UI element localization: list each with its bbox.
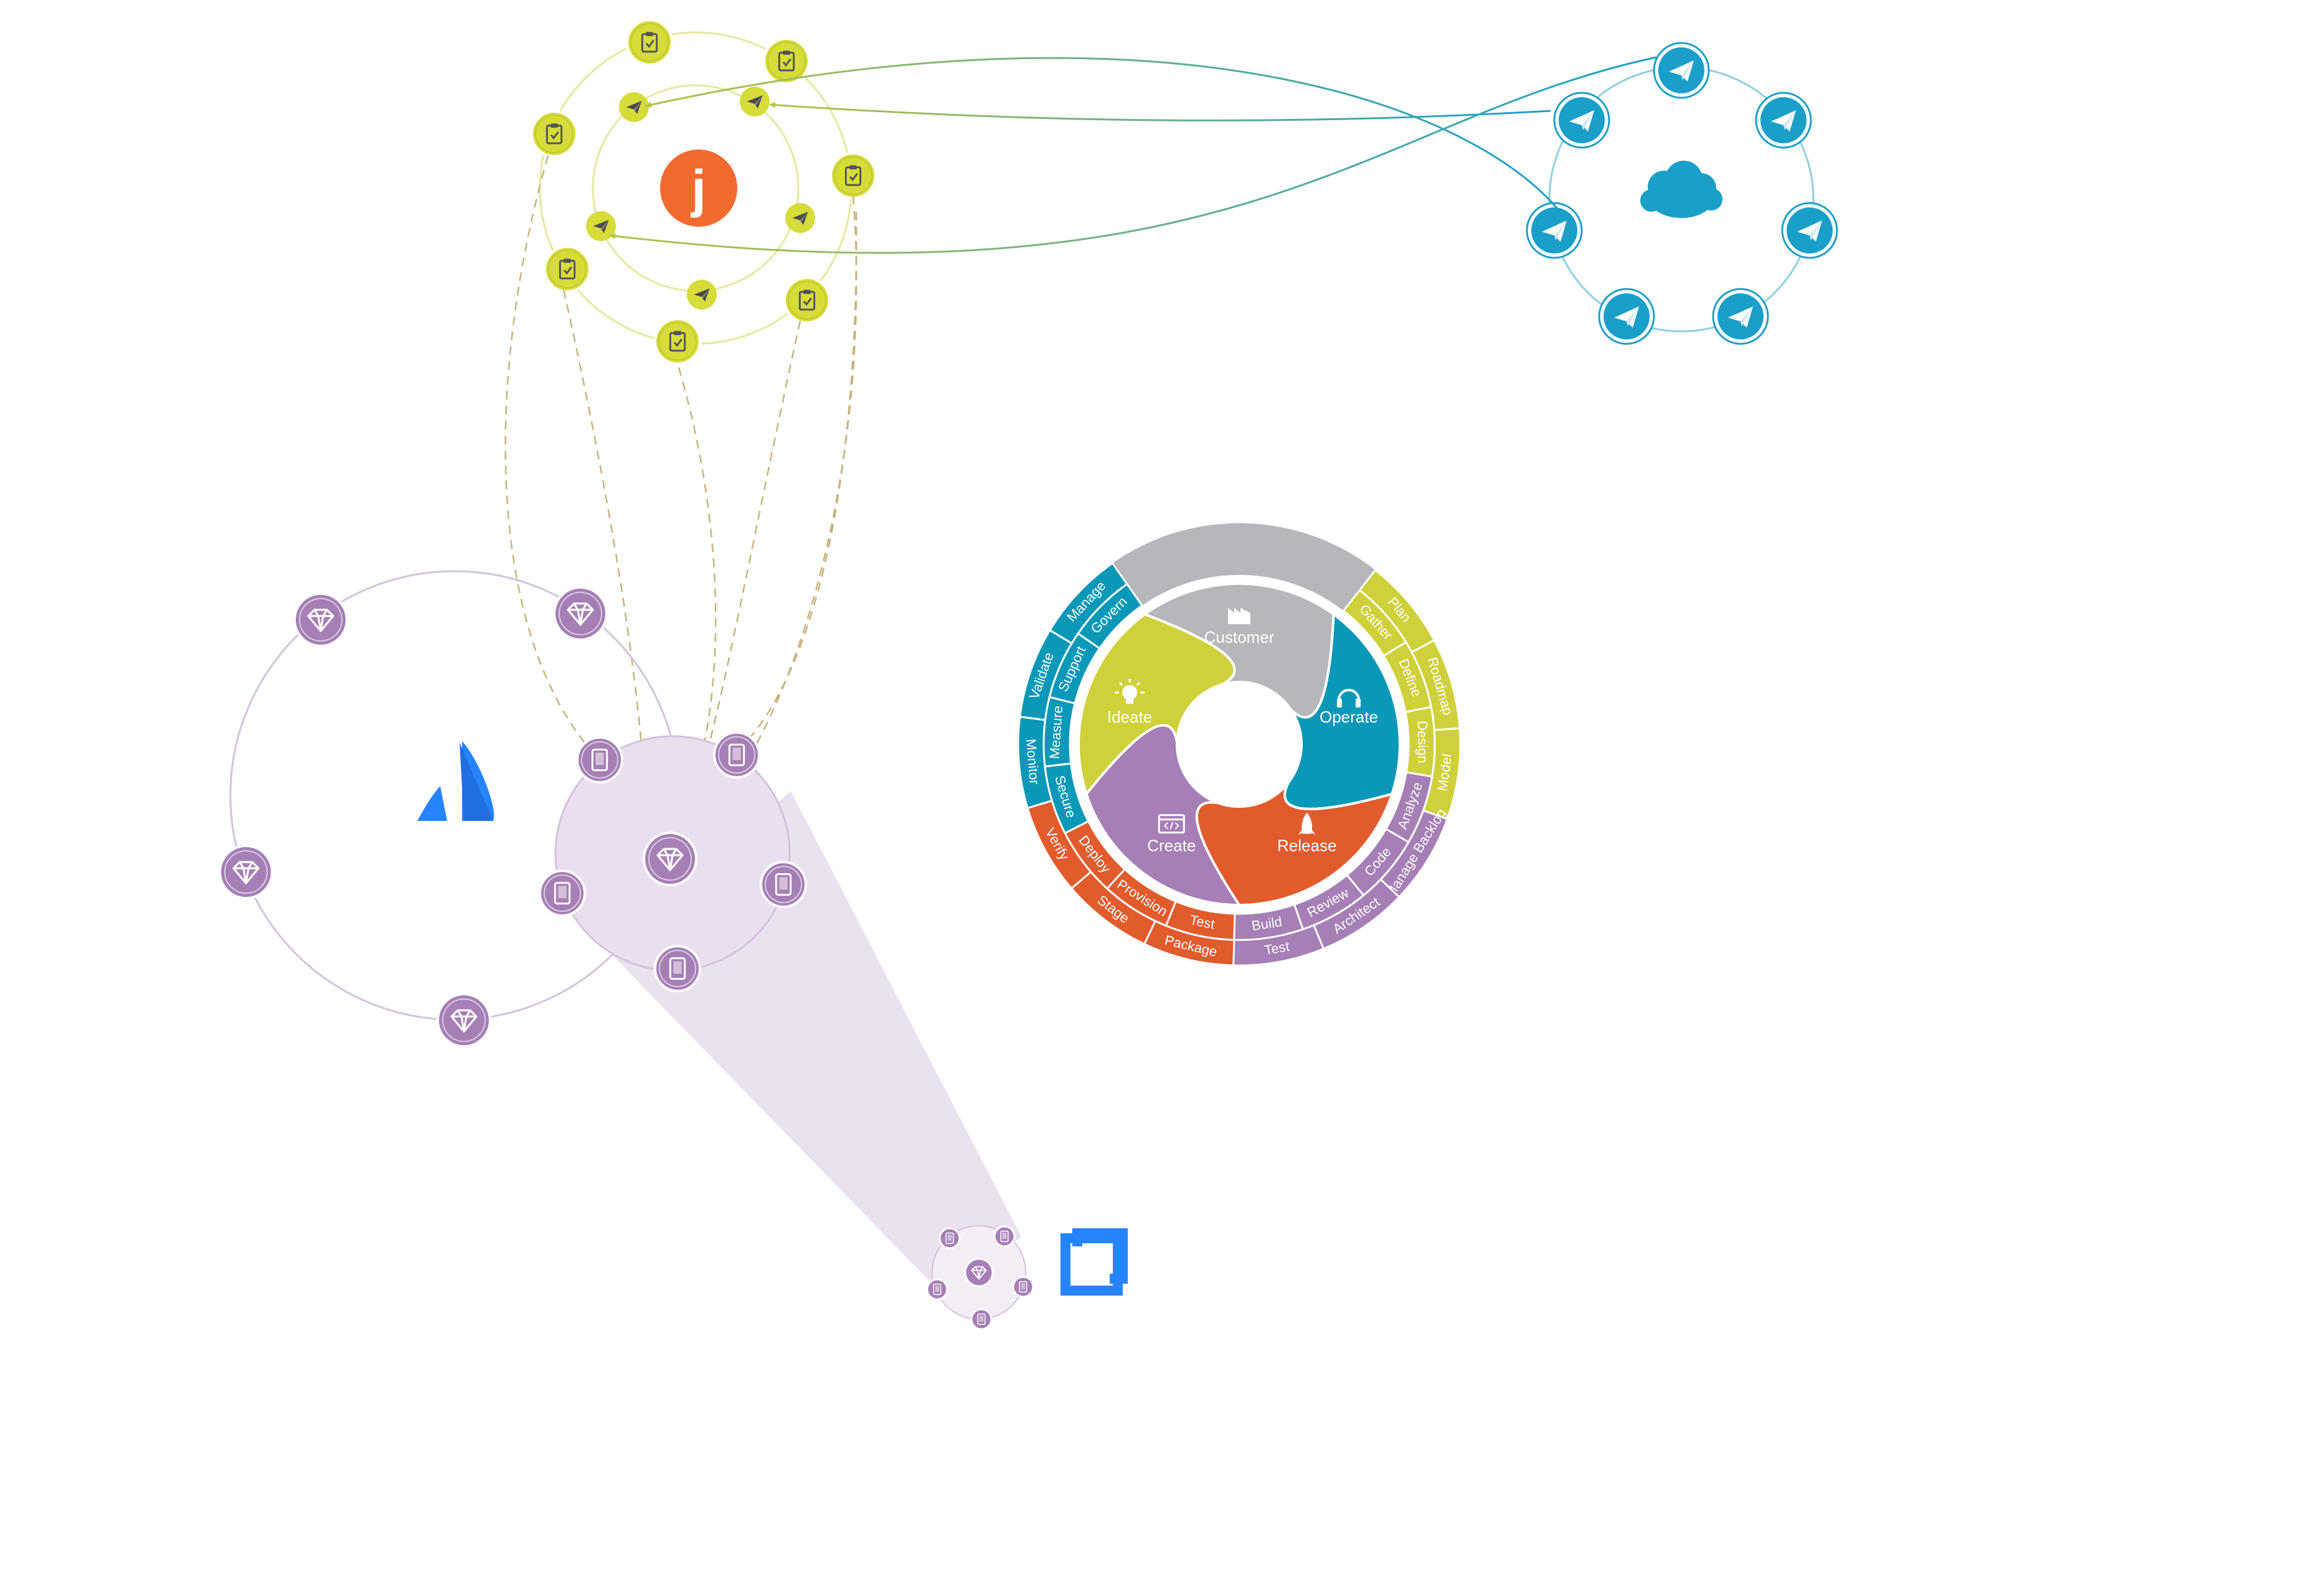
rocket-icon <box>1298 812 1316 835</box>
mini-cluster <box>926 1225 1128 1330</box>
salesforce-record-node[interactable] <box>1781 202 1838 259</box>
gem-node[interactable] <box>219 845 273 899</box>
phase-ideate[interactable]: Ideate <box>1077 613 1236 797</box>
connection-line <box>645 57 1571 225</box>
clipboard-task-node[interactable] <box>654 318 701 365</box>
clipboard-task-node[interactable] <box>531 110 578 158</box>
salesforce-record-node[interactable] <box>1598 288 1655 345</box>
gem-node[interactable] <box>643 832 697 886</box>
sync-item-node[interactable] <box>687 280 717 310</box>
clipboard-task-node[interactable] <box>829 152 877 199</box>
inner-ring-segment[interactable] <box>1077 582 1144 650</box>
salesforce-cluster <box>1526 42 1838 345</box>
sync-item-node[interactable] <box>785 203 815 233</box>
sync-item-node[interactable] <box>619 92 649 122</box>
device-node[interactable] <box>1012 1276 1034 1298</box>
clipboard-task-node[interactable] <box>626 19 673 66</box>
salesforce-record-node[interactable] <box>1526 202 1583 259</box>
dashed-link <box>671 367 717 836</box>
customer-band <box>1112 523 1376 611</box>
lightbulb-icon <box>1115 678 1145 704</box>
salesforce-record-node[interactable] <box>1653 42 1710 99</box>
device-node[interactable] <box>970 1308 993 1330</box>
atlassian-logo-icon[interactable] <box>417 741 494 821</box>
square-frame-logo-icon[interactable] <box>1060 1228 1128 1296</box>
atlassian-cluster <box>219 570 807 1048</box>
gem-node[interactable] <box>437 993 491 1048</box>
device-node[interactable] <box>926 1278 948 1301</box>
salesforce-record-node[interactable] <box>1755 92 1812 149</box>
gem-node[interactable] <box>553 586 608 641</box>
device-node[interactable] <box>539 870 586 917</box>
salesforce-record-node[interactable] <box>1553 92 1610 149</box>
phase-label: Customer <box>1204 628 1275 647</box>
device-node[interactable] <box>993 1225 1016 1248</box>
device-node[interactable] <box>938 1227 961 1249</box>
phase-label: Operate <box>1320 708 1378 726</box>
dashed-link <box>504 155 590 749</box>
device-node[interactable] <box>576 736 623 784</box>
salesforce-cloud-icon[interactable] <box>1640 161 1722 218</box>
wheel-center <box>1178 683 1300 805</box>
sync-connections <box>609 56 1657 254</box>
phase-label: Ideate <box>1107 708 1152 726</box>
jira-hub[interactable] <box>660 149 737 227</box>
jira-cluster: j <box>531 19 877 365</box>
inner-ring-label: Measure <box>1047 705 1066 759</box>
device-node[interactable] <box>760 861 807 908</box>
clipboard-task-node[interactable] <box>783 277 831 324</box>
connection-line <box>609 56 1657 254</box>
phase-label: Create <box>1147 837 1196 855</box>
connection-line <box>769 102 1551 121</box>
outer-ring-label: Monitor <box>1023 738 1042 785</box>
gem-node[interactable] <box>293 592 348 647</box>
phase-release[interactable]: Release <box>1195 782 1394 907</box>
code-window-icon <box>1158 814 1185 834</box>
inner-ring-label: Design <box>1415 721 1431 764</box>
sync-item-node[interactable] <box>740 87 770 116</box>
jira-logo-icon: j <box>690 159 706 218</box>
factory-icon <box>1228 608 1250 624</box>
clipboard-task-node[interactable] <box>544 245 591 293</box>
sync-item-node[interactable] <box>586 211 616 241</box>
phase-label: Release <box>1277 837 1336 855</box>
device-node[interactable] <box>654 945 701 992</box>
salesforce-record-node[interactable] <box>1712 288 1769 345</box>
gem-node[interactable] <box>964 1258 994 1287</box>
device-node[interactable] <box>713 731 760 779</box>
headset-icon <box>1336 688 1361 708</box>
clipboard-task-node[interactable] <box>763 37 810 85</box>
